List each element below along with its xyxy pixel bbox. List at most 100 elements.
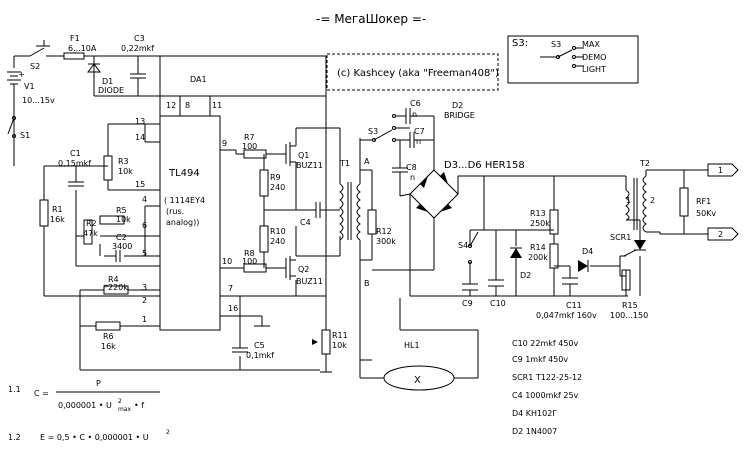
s3-legend-switch: S3	[551, 40, 561, 49]
resistor-r15	[621, 269, 631, 291]
formula-2-superscript: 2	[166, 429, 170, 436]
parts-list-c10: C10 22mkf 450v	[512, 339, 579, 348]
c7-value: n	[416, 137, 421, 146]
s3-option-light: LIGHT	[582, 65, 606, 74]
q2-value: BUZ11	[296, 277, 323, 286]
credit-text: (c) Kashcey (aka "Freeman408")	[337, 68, 499, 79]
bridge-d2-label: D2	[452, 101, 463, 110]
c1-label: C1	[70, 149, 81, 158]
pin-14: 14	[135, 133, 145, 142]
r3-label: R3	[118, 157, 129, 166]
resistor-r10	[259, 225, 269, 253]
r8-label: R8	[244, 249, 255, 258]
pin-1: 1	[142, 315, 147, 324]
r8-value: 100	[242, 257, 257, 266]
pin-2: 2	[142, 296, 147, 305]
capacitor-c9-symbol	[462, 283, 478, 291]
output-terminal-1	[707, 163, 739, 177]
c3-label: C3	[134, 34, 145, 43]
resistor-r8	[243, 263, 267, 273]
bridge-label: BRIDGE	[444, 111, 475, 120]
capacitor-c5-symbol	[232, 347, 248, 353]
s1-label: S1	[20, 131, 30, 140]
pin-3: 3	[142, 283, 147, 292]
resistor-r6	[95, 321, 121, 331]
resistor-rf1	[679, 187, 689, 217]
r6-value: 16k	[101, 342, 116, 351]
output-terminal-1-label: 1	[718, 166, 723, 175]
s3-option-max: MAX	[582, 40, 600, 49]
formula-1-number: 1.1	[8, 385, 21, 394]
formula-1-denominator: 0,000001 • U	[58, 401, 112, 410]
pin-7: 7	[228, 284, 233, 293]
parts-list-c4: C4 1000mkf 25v	[512, 391, 579, 400]
gate-driver-wires	[220, 127, 341, 296]
resistor-r3	[103, 155, 113, 181]
r4-label: R4	[108, 275, 119, 284]
capacitor-c2-symbol	[115, 250, 121, 262]
capacitor-c4-symbol	[312, 202, 340, 218]
d3-d6-label: D3...D6 HER158	[444, 160, 525, 171]
c10-label: C10	[490, 299, 506, 308]
formula-1-numerator: P	[96, 379, 101, 388]
v1-label: V1	[24, 82, 35, 91]
capacitor-c3-symbol	[130, 56, 146, 96]
pin-8: 8	[185, 101, 190, 110]
r13-value: 250k	[530, 219, 550, 228]
c2-value: 3400	[112, 242, 132, 251]
formula-2-number: 1.2	[8, 433, 21, 442]
r6-label: R6	[103, 332, 114, 341]
r14-label: R14	[530, 243, 546, 252]
t2-winding-2: 2	[650, 196, 655, 205]
f1-value: 6...10A	[68, 44, 97, 53]
r14-value: 200k	[528, 253, 548, 262]
capacitor-c10-symbol	[488, 279, 504, 287]
diode-bridge-symbol	[372, 169, 626, 296]
q1-label: Q1	[298, 151, 309, 160]
d2-label: D2	[520, 271, 531, 280]
c5-value: 0,1mkf	[246, 351, 274, 360]
da1-supply-wires	[159, 56, 327, 116]
s4-label: S4	[458, 241, 468, 250]
resistor-r4	[103, 285, 129, 295]
c7-label: C7	[414, 127, 425, 136]
c6-label: C6	[410, 99, 421, 108]
r7-label: R7	[244, 133, 255, 142]
schematic-title: -= МегаШокер =-	[316, 12, 426, 26]
switch-s1-symbol	[7, 116, 16, 166]
s3-legend-switch-symbol	[540, 46, 584, 68]
r15-value: 100...150	[610, 311, 648, 320]
parts-list-scr1: SCR1 T122-25-12	[512, 373, 582, 382]
output-terminal-2	[707, 227, 739, 241]
switch-s3-symbol	[360, 108, 435, 196]
d4-label: D4	[582, 247, 593, 256]
t1-label: T1	[339, 159, 350, 168]
r3-value: 10k	[118, 167, 133, 176]
resistor-r14	[549, 243, 559, 269]
parts-list-c9: C9 1mkf 450v	[512, 355, 568, 364]
r11-wiper	[312, 339, 318, 345]
pin-15: 15	[135, 180, 145, 189]
t2-label: T2	[639, 159, 650, 168]
r13-label: R13	[530, 209, 546, 218]
scr1-label: SCR1	[610, 233, 631, 242]
resistor-r1	[39, 199, 49, 227]
f1-label: F1	[70, 34, 80, 43]
pin-16: 16	[228, 304, 238, 313]
c8-value: n	[410, 173, 415, 182]
resistor-r13	[549, 209, 559, 235]
transformer-t2-symbol	[625, 169, 661, 234]
c9-label: C9	[462, 299, 473, 308]
s3-label: S3	[368, 127, 378, 136]
s3-legend-box	[507, 35, 639, 84]
r2-value: 47k	[83, 229, 98, 238]
da1-label: DA1	[190, 75, 207, 84]
potentiometer-r11	[321, 329, 331, 355]
fuse-f1	[63, 52, 85, 60]
pin-9: 9	[222, 139, 227, 148]
pin-10: 10	[222, 257, 232, 266]
tl494-sub3: analog))	[166, 218, 199, 227]
r9-label: R9	[270, 173, 281, 182]
